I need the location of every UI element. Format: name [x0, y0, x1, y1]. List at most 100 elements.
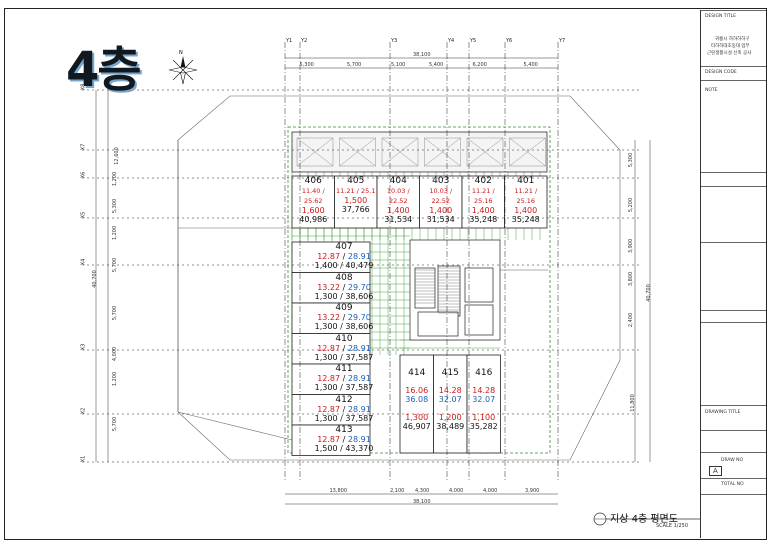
unit-price: 1,300 / 38,606 — [314, 291, 374, 301]
left-unit-box — [291, 424, 371, 456]
unit-area-red: 14.28 — [438, 386, 462, 395]
unit-number: 408 — [335, 272, 353, 283]
project-line-1: 귀릉시 하하하하구 — [715, 37, 750, 42]
dimension-label: 5,700 — [112, 305, 119, 321]
dimension-label: 1,200 — [112, 171, 119, 187]
unit-price: 35,248 — [511, 215, 540, 224]
unit-price: 31,534 — [384, 215, 413, 224]
unit-area-red: 12.87 — [317, 435, 341, 444]
top-unit-box — [291, 175, 335, 229]
unit-area-blue: 32.07 — [472, 395, 496, 404]
unit-price: 37,766 — [341, 205, 370, 214]
dimension-label: 5,300 — [628, 152, 635, 168]
unit-number: 407 — [335, 242, 353, 252]
unit-area-red: 12.87 — [317, 252, 341, 261]
unit-area-red: 13.22 — [317, 313, 341, 322]
unit-price: 1,300 / 38,606 — [314, 322, 374, 331]
unit-deposit: 1,500 — [344, 196, 368, 205]
unit-deposit: 1,200 — [438, 413, 462, 422]
dimension-label: 38,100 — [413, 499, 431, 505]
unit-number: 410 — [335, 333, 353, 344]
top-unit-box — [334, 175, 378, 229]
grid-axis-label: X8 — [80, 83, 87, 91]
unit-deposit: 1,400 — [386, 206, 410, 215]
dimension-label: 5,400 — [429, 62, 444, 68]
grid-axis-label: Y3 — [391, 38, 398, 44]
unit-area: 10.03 / 22.52 — [386, 187, 410, 205]
site-boundary — [287, 126, 551, 454]
unit-area-blue: 28.91 — [347, 435, 371, 444]
dimension-label: 5,700 — [347, 62, 362, 68]
drawing-sheet-border — [4, 8, 767, 540]
left-unit-box — [291, 302, 371, 334]
unit-number: 409 — [335, 303, 353, 313]
unit-area-blue: 32.07 — [438, 395, 462, 404]
unit-price: 1,300 / 37,587 — [314, 383, 374, 392]
drawing-title-label: DRAWING TITLE — [705, 410, 741, 415]
unit-number: 406 — [304, 176, 322, 186]
dimension-label: 5,700 — [112, 257, 119, 273]
dimension-label: 12,600 — [113, 147, 120, 165]
note-label: NOTE — [705, 88, 718, 93]
unit-deposit: 1,100 — [472, 413, 496, 422]
unit-area-blue: 29.70 — [347, 282, 371, 292]
dimension-label: 4,000 — [112, 346, 119, 362]
unit-price: 1,300 / 37,587 — [314, 413, 374, 423]
dimension-label: 6,200 — [472, 62, 487, 68]
unit-area-blue: 28.91 — [347, 343, 371, 353]
unit-area-red: 14.28 — [472, 386, 496, 395]
dimension-label: 2,400 — [628, 312, 635, 328]
unit-area-blue: 36.08 — [405, 395, 429, 404]
unit-area-blue: 29.70 — [347, 313, 371, 322]
unit-number: 401 — [517, 176, 535, 186]
unit-price: 1,300 / 37,587 — [314, 352, 374, 362]
top-unit-box — [376, 175, 420, 229]
bottom-unit-box — [433, 354, 468, 454]
unit-number: 412 — [335, 394, 353, 405]
dimension-label: 2,100 — [390, 488, 405, 494]
compass-letter: N — [179, 50, 183, 56]
unit-deposit: 1,400 — [514, 206, 538, 215]
dimension-label: 11,800 — [629, 394, 636, 412]
left-unit-box — [291, 241, 371, 273]
north-arrow-icon: N — [165, 48, 201, 96]
unit-number: 405 — [347, 176, 365, 186]
dimension-label: 5,300 — [299, 62, 314, 68]
unit-deposit: 1,300 — [405, 413, 429, 422]
unit-price: 40,986 — [299, 215, 328, 224]
dimension-label: 4,000 — [449, 488, 464, 494]
unit-deposit: 1,600 — [301, 206, 325, 215]
floor-label: 4층 — [66, 42, 142, 98]
project-line-3: 근린생활시설 신축 공사 — [707, 51, 752, 56]
drawn-no-label: DRAW NO — [721, 458, 744, 463]
unit-area-red: 12.87 — [317, 343, 341, 353]
grid-axis-label: X1 — [80, 455, 87, 463]
design-title-label: DESIGN TITLE — [705, 14, 736, 19]
unit-area: 11.21 / 25.1 — [336, 187, 376, 195]
unit-area-blue: 28.91 — [347, 374, 371, 383]
grid-axis-label: X4 — [80, 258, 87, 266]
unit-area: 11.21 / 25.16 — [471, 187, 495, 205]
unit-number: 413 — [335, 425, 353, 435]
dimension-label: 38,100 — [413, 52, 431, 58]
dimension-label: 1,200 — [112, 225, 119, 241]
dimension-label: 3,900 — [628, 238, 635, 254]
unit-area: 10.03 / 22.52 — [429, 187, 453, 205]
grid-axis-label: X7 — [80, 143, 87, 151]
unit-price: 31,534 — [426, 215, 455, 224]
project-line-2: 타하하대초동대 업무 — [711, 44, 750, 49]
unit-area: 11.21 / 25.16 — [514, 187, 538, 205]
unit-area-red: 12.87 — [317, 404, 341, 414]
terrace — [291, 131, 548, 173]
grid-axis-label: Y7 — [559, 38, 566, 44]
